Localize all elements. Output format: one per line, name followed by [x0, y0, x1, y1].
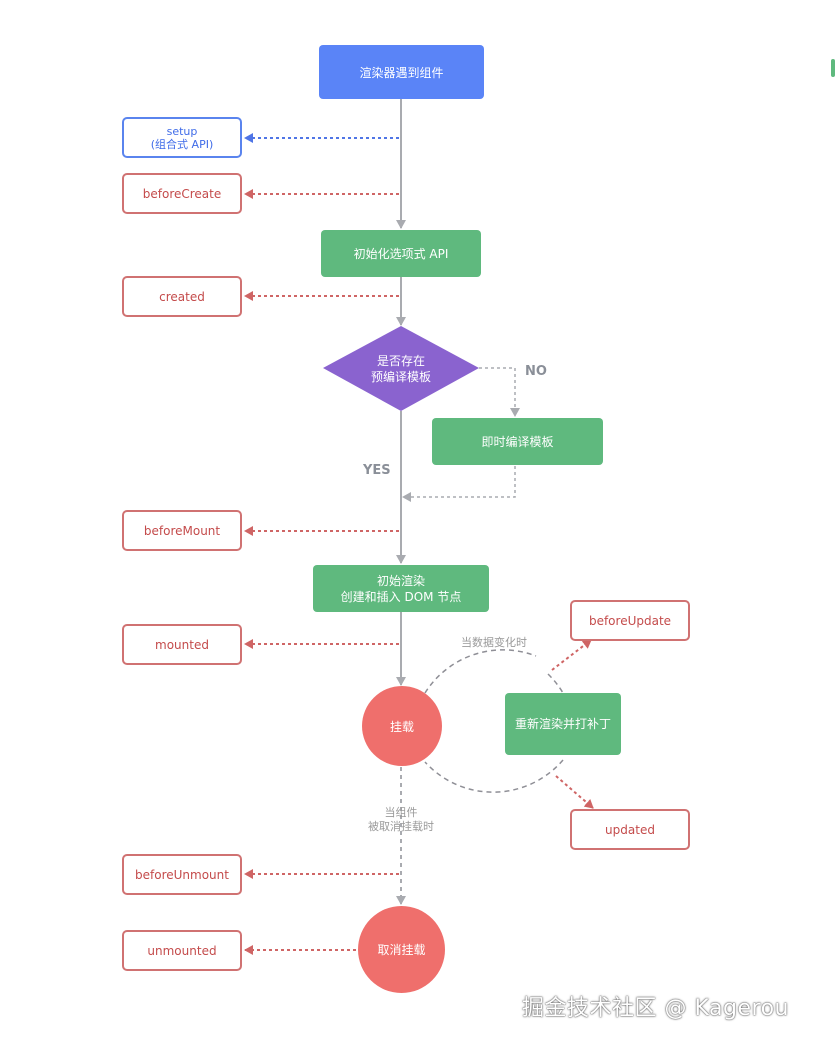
- hook-before-create-label: beforeCreate: [142, 186, 222, 201]
- hook-created-label: created: [159, 289, 205, 304]
- hook-mounted: mounted: [122, 624, 242, 665]
- state-unmounted: 取消挂载: [358, 906, 445, 993]
- hook-before-unmount: beforeUnmount: [122, 854, 242, 895]
- hook-updated-label: updated: [605, 822, 655, 837]
- hook-before-unmount-label: beforeUnmount: [135, 867, 229, 882]
- hook-setup-note: (组合式 API): [150, 137, 214, 151]
- hook-before-mount-label: beforeMount: [143, 523, 221, 538]
- decision-label-line1: 是否存在: [376, 354, 425, 368]
- annotation-data-change: 当数据变化时: [461, 636, 527, 649]
- update-loop-right-top-arc: [547, 673, 564, 694]
- state-mounted: 挂载: [362, 686, 442, 766]
- hook-before-create: beforeCreate: [122, 173, 242, 214]
- step-rerender-patch-label: 重新渲染并打补丁: [514, 717, 611, 731]
- state-unmounted-label: 取消挂载: [377, 943, 426, 957]
- start-node-label: 渲染器遇到组件: [359, 65, 444, 80]
- step-initial-render: 初始渲染 创建和插入 DOM 节点: [313, 565, 489, 612]
- branch-label-yes: YES: [363, 463, 391, 478]
- decision-label-line2: 预编译模板: [370, 370, 431, 384]
- update-loop-top-arc: [424, 649, 537, 694]
- start-node: 渲染器遇到组件: [319, 45, 484, 99]
- annotation-on-unmount-line1: 当组件: [384, 806, 418, 819]
- annotation-on-unmount-line2: 被取消挂载时: [368, 820, 434, 833]
- annotation-on-unmount: 当组件 被取消挂载时: [351, 806, 451, 834]
- step-init-options-api-label: 初始化选项式 API: [353, 246, 449, 261]
- hook-updated: updated: [570, 809, 690, 850]
- step-rerender-patch: 重新渲染并打补丁: [505, 693, 621, 755]
- hook-mounted-label: mounted: [155, 637, 209, 652]
- hook-before-update: beforeUpdate: [570, 600, 690, 641]
- branch-label-no: NO: [525, 364, 547, 379]
- update-loop-bottom-arc: [424, 759, 564, 793]
- hook-unmounted: unmounted: [122, 930, 242, 971]
- step-initial-render-title: 初始渲染: [376, 573, 425, 588]
- connector-before-update: [551, 639, 592, 671]
- edge-marker: [831, 59, 835, 77]
- step-compile-template-label: 即时编译模板: [481, 434, 554, 449]
- hook-before-mount: beforeMount: [122, 510, 242, 551]
- decision-label: 是否存在 预编译模板: [351, 353, 451, 385]
- connector-updated: [555, 775, 594, 809]
- step-compile-template: 即时编译模板: [432, 418, 603, 465]
- step-initial-render-detail: 创建和插入 DOM 节点: [340, 589, 462, 604]
- hook-setup: setup (组合式 API): [122, 117, 242, 158]
- hook-created: created: [122, 276, 242, 317]
- decision-diamond: [323, 326, 479, 411]
- state-mounted-label: 挂载: [389, 719, 414, 734]
- step-init-options-api: 初始化选项式 API: [321, 230, 481, 277]
- watermark: 掘金技术社区 @ Kagerou: [522, 996, 789, 1021]
- flow-line-no-branch: [479, 367, 520, 417]
- hook-setup-name: setup: [166, 124, 198, 138]
- flow-line-compile-return: [402, 466, 516, 502]
- hook-before-update-label: beforeUpdate: [588, 613, 672, 628]
- hook-unmounted-label: unmounted: [147, 943, 217, 958]
